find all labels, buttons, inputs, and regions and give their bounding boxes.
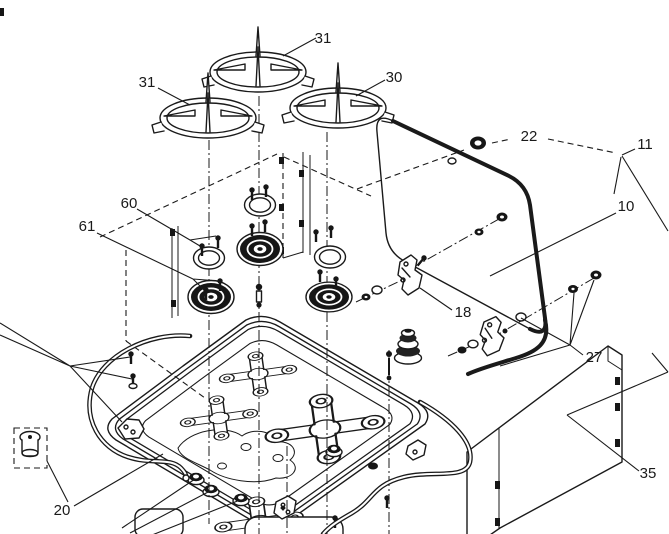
part-label-31-top: 31 [315, 30, 332, 47]
page-edge-mark [0, 8, 4, 16]
part-label-35: 35 [640, 465, 657, 482]
burner-seal-ring [243, 193, 277, 217]
part-label-30: 30 [386, 69, 403, 86]
venturi-bolt [386, 351, 392, 381]
pan-support-grate [201, 26, 315, 93]
part-label-27: 27 [586, 349, 603, 366]
venturi-bolt [255, 283, 263, 308]
gas-hose [87, 333, 193, 482]
part-labels: 31 31 30 22 11 10 60 61 18 27 35 20 [54, 30, 657, 519]
part-label-60: 60 [121, 195, 138, 212]
pan-hole [217, 462, 227, 470]
part-label-31-left: 31 [139, 74, 156, 91]
dashed-leader-22-11 [356, 138, 617, 190]
pan-pressed-recess [177, 429, 296, 483]
injector-detail-box [13, 427, 48, 469]
lid-screw [502, 328, 508, 334]
washer [128, 382, 138, 390]
burner-cap [187, 279, 235, 315]
part-label-11: 11 [637, 136, 653, 153]
rubber-foot [393, 328, 423, 365]
leader-lines [0, 37, 669, 534]
pan-hole [240, 443, 252, 451]
hose-elbow-bracket [117, 418, 145, 440]
part-label-20: 20 [54, 502, 71, 519]
screw [280, 505, 286, 511]
burner-seal-ring [313, 245, 347, 269]
burner-cap [236, 231, 284, 267]
glass-lid [376, 117, 549, 376]
burner-cap [305, 281, 353, 313]
part-label-61: 61 [79, 218, 96, 235]
part-label-10: 10 [618, 198, 635, 215]
pan-hole [272, 454, 284, 462]
lid-hinge-left [355, 254, 423, 303]
part-label-18: 18 [455, 304, 472, 321]
gas-pipe [320, 399, 473, 534]
small-washer [368, 462, 378, 470]
burner-seal-ring [192, 246, 226, 270]
rear-panel [466, 345, 623, 534]
part-label-22: 22 [521, 128, 538, 145]
centerlines [208, 96, 390, 534]
lid-hole [447, 157, 457, 165]
